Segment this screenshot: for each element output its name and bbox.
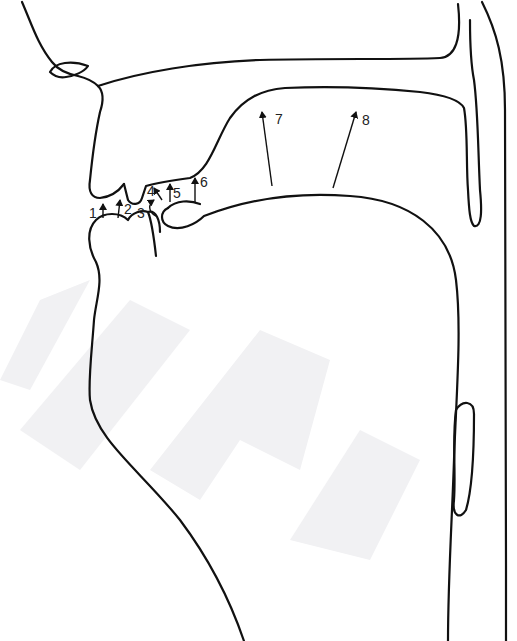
callout-number: 2 [124, 202, 132, 216]
callout-number: 1 [89, 206, 97, 220]
callout-number: 5 [173, 186, 181, 200]
callout-number: 6 [200, 175, 208, 189]
callout-number: 8 [362, 113, 370, 127]
callout-number: 3 [137, 206, 145, 220]
callout-number: 4 [147, 184, 155, 198]
callout-number: 7 [275, 112, 283, 126]
